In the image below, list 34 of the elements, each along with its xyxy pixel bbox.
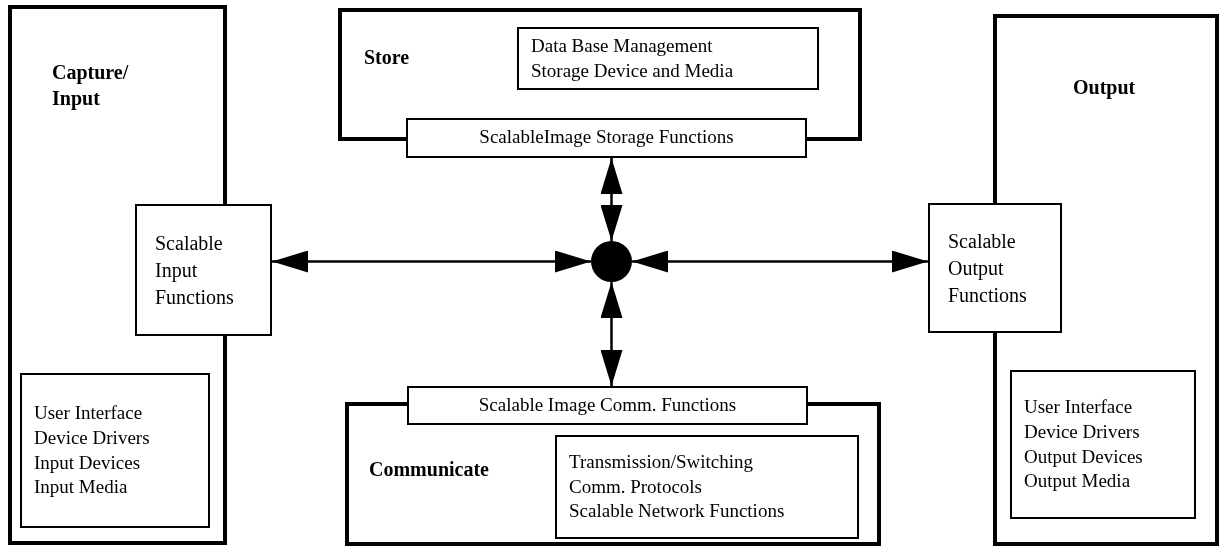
box-label: Scalable Output Functions: [948, 228, 1028, 308]
process-box: [135, 204, 272, 336]
function-bar: [406, 118, 807, 158]
list-item: Output Media: [1024, 469, 1132, 494]
process-box: [928, 203, 1062, 333]
list-item: Output Devices: [1024, 444, 1144, 469]
junction-dot: [591, 241, 632, 282]
double-arrow: [600, 158, 623, 241]
function-bar: [407, 386, 808, 425]
list-item: Device Drivers: [1024, 419, 1141, 444]
list-item: Device Drivers: [34, 425, 151, 450]
group-title: Output: [1073, 75, 1136, 100]
list-item: Comm. Protocols: [569, 474, 703, 499]
list-item: Input Media: [34, 475, 129, 500]
group-title: Store: [364, 45, 410, 70]
list-item: Scalable Network Functions: [569, 499, 786, 524]
list-item: Storage Device and Media: [531, 58, 735, 83]
bar-label: ScalableImage Storage Functions: [479, 125, 734, 149]
bar-label: Scalable Image Comm. Functions: [478, 393, 737, 417]
list-item: Input Devices: [34, 450, 142, 475]
list-box: [555, 435, 859, 539]
list-item: Data Base Management: [531, 33, 714, 58]
list-box: [517, 27, 819, 90]
double-arrow: [632, 250, 928, 273]
box-label: Scalable Input Functions: [155, 230, 235, 310]
list-item: Transmission/Switching: [569, 449, 755, 474]
list-box: [1010, 370, 1196, 519]
list-item: User Interface: [34, 401, 144, 426]
group-title: Capture/ Input: [52, 60, 130, 111]
double-arrow: [272, 250, 591, 273]
double-arrow: [600, 282, 623, 386]
list-box: [20, 373, 210, 528]
list-item: User Interface: [1024, 395, 1134, 420]
group-title: Communicate: [369, 457, 489, 482]
